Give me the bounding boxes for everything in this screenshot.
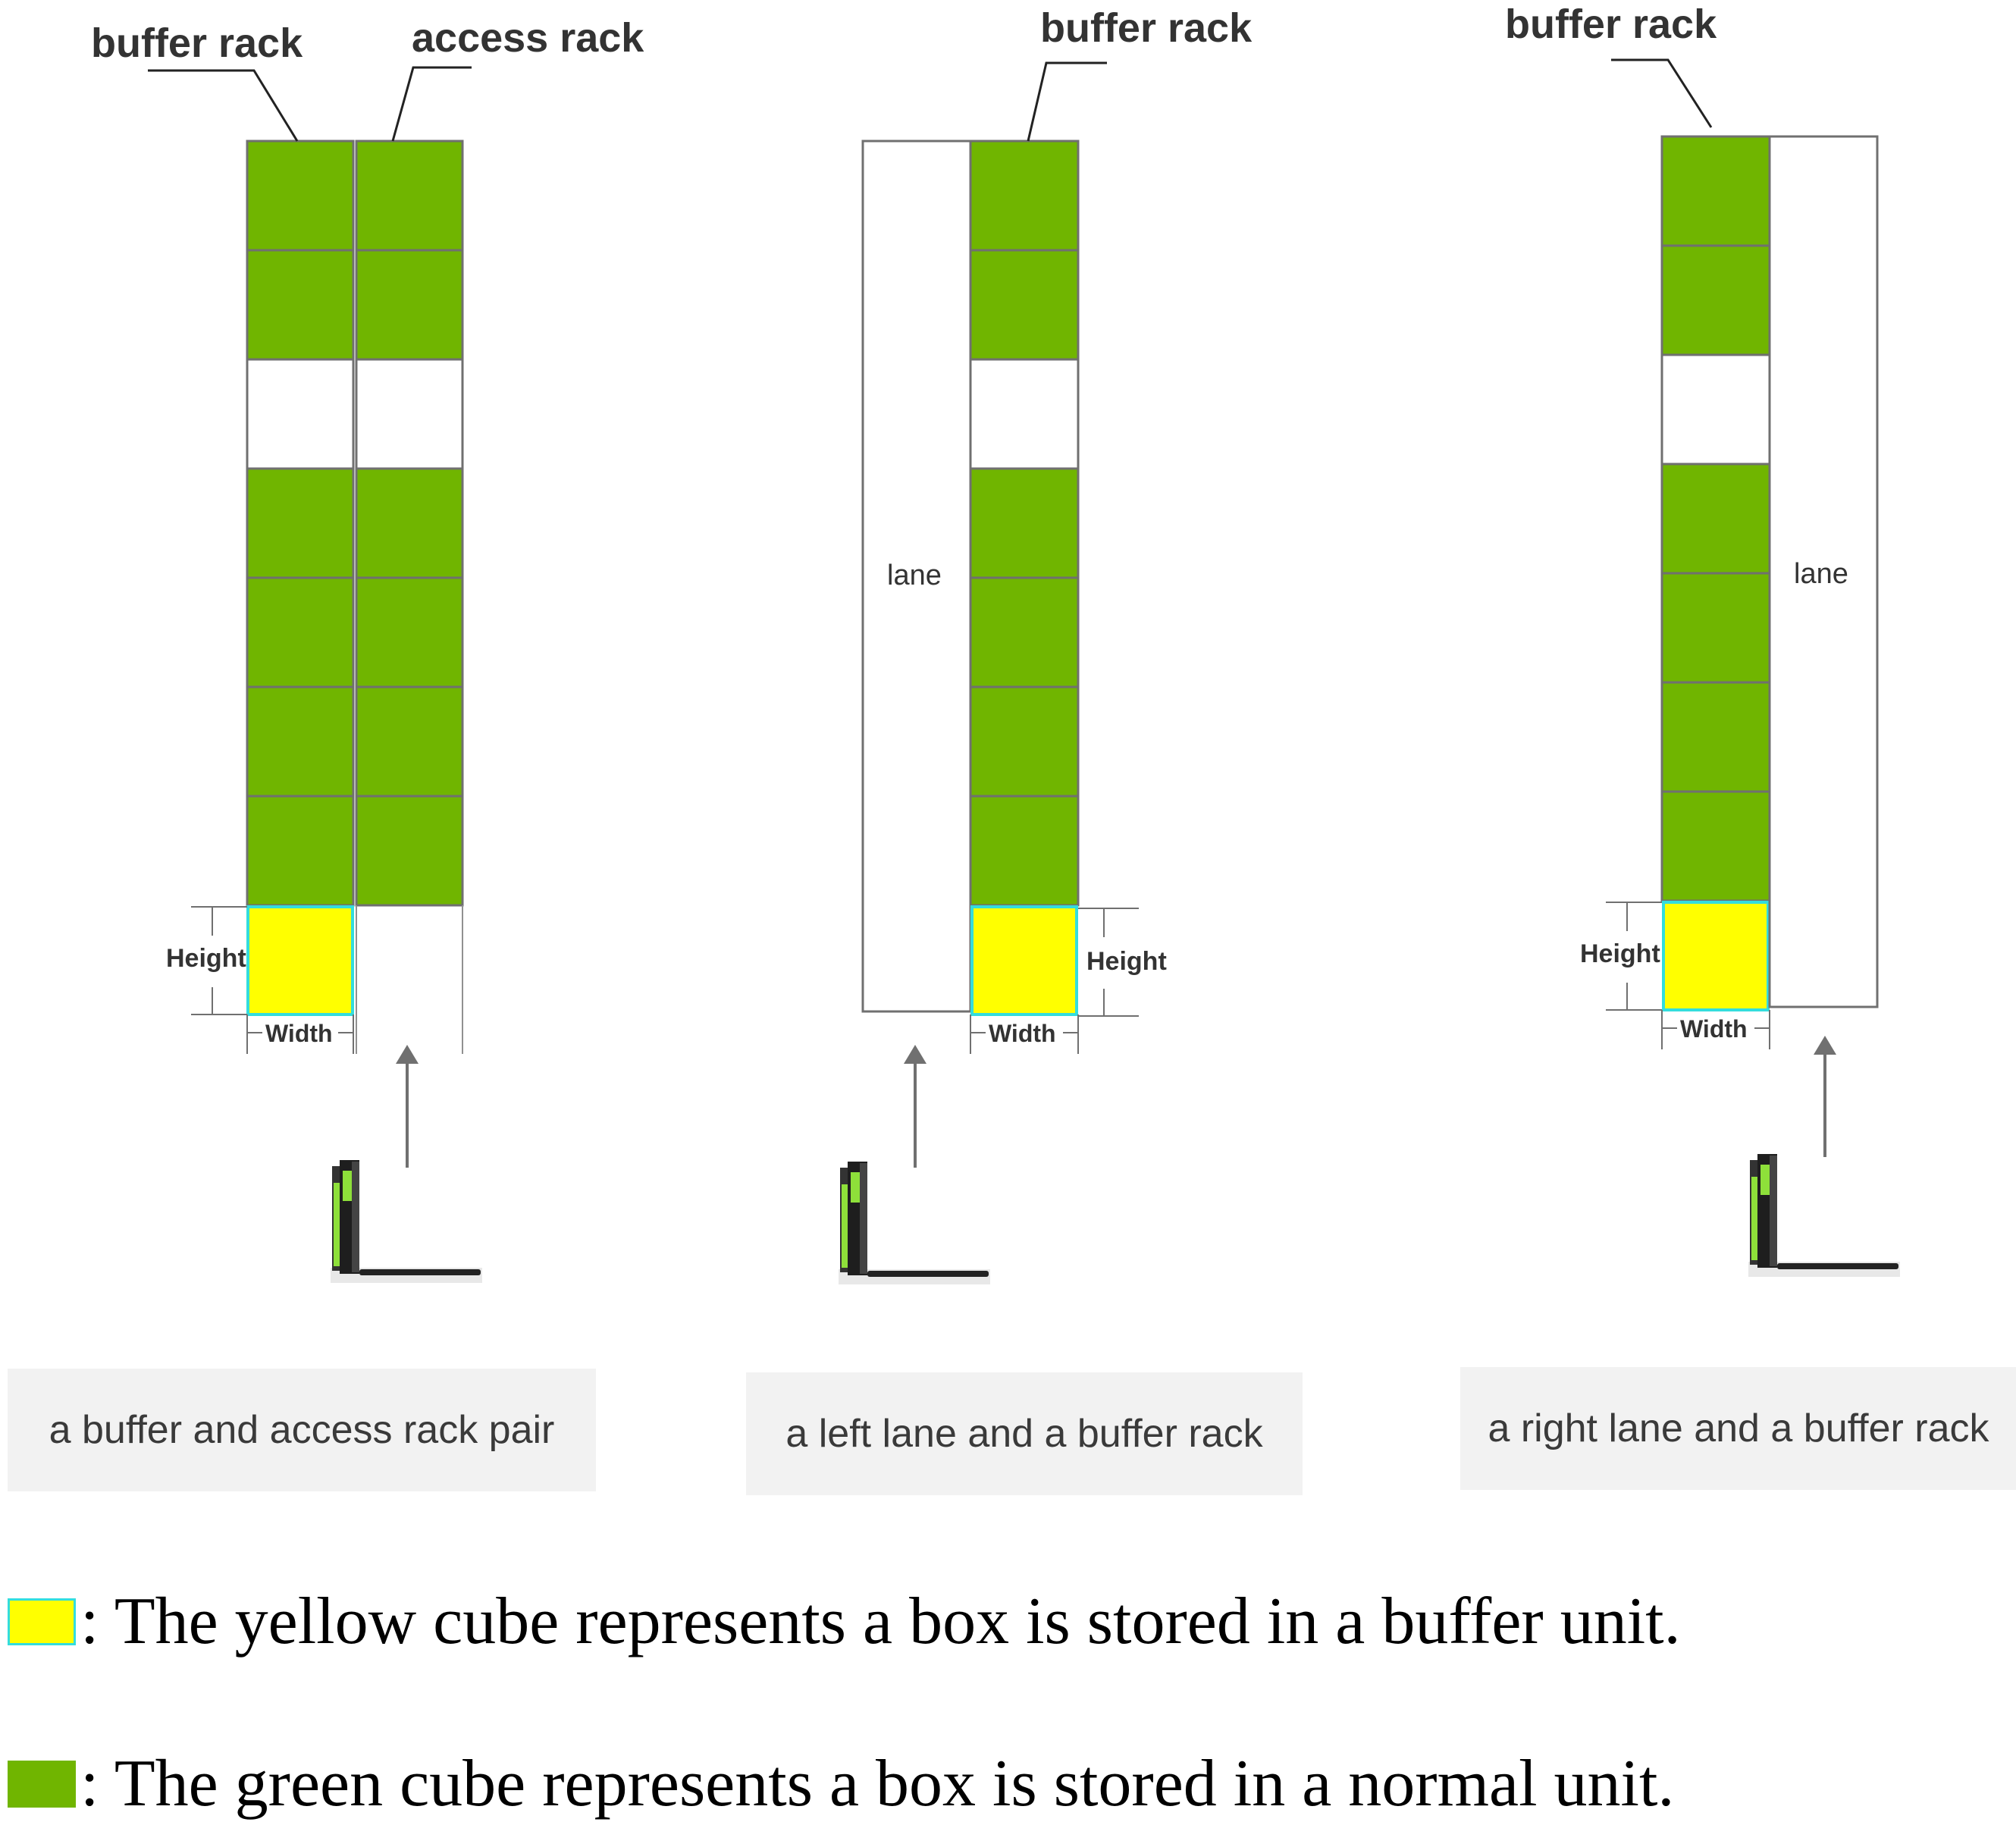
green-swatch [8,1760,76,1808]
lane [861,140,972,1013]
caption-panel-3: a right lane and a buffer rack [1460,1367,2016,1490]
normal-unit [246,140,355,252]
width-dimension [1661,1010,1770,1049]
callout-leader [1027,61,1107,142]
buffer-rack [1660,135,1771,1011]
normal-unit [969,467,1080,579]
panel-buffer-access-pair: buffer rack access rack Height Width [91,15,644,1283]
buffer-unit [246,905,354,1016]
height-label: Height [166,944,246,973]
empty-unit [246,358,355,470]
legend-green-text: : The green cube represents a box is sto… [80,1747,1675,1820]
buffer-rack [969,140,1080,1016]
height-dimension [191,906,247,1015]
yellow-swatch [8,1598,76,1645]
buffer-unit [970,905,1078,1016]
callout-leader [148,69,299,142]
width-label: Width [989,1020,1056,1047]
normal-unit [1660,572,1771,684]
normal-unit [355,140,464,252]
caption-text: a buffer and access rack pair [49,1408,555,1452]
callout-buffer-rack: buffer rack [91,20,303,66]
normal-unit [355,576,464,688]
legend-yellow: : The yellow cube represents a box is st… [8,1583,1681,1660]
normal-unit [1660,463,1771,575]
normal-unit [246,576,355,688]
lane [1768,135,1879,1008]
normal-unit [246,685,355,798]
height-label: Height [1086,947,1167,976]
callout-leader [391,66,472,142]
height-dimension [1606,902,1662,1011]
forklift-icon [1748,1154,1900,1277]
legend-green: : The green cube represents a box is sto… [8,1745,1674,1822]
height-dimension [1078,908,1139,1017]
buffer-unit [1662,901,1770,1011]
lane-label: lane [887,560,942,591]
width-label: Width [1680,1015,1748,1043]
normal-unit [246,795,355,907]
empty-unit [1660,353,1771,466]
callout-buffer-rack: buffer rack [1505,2,1717,47]
width-label: Width [265,1020,333,1047]
lane-label: lane [1794,558,1848,590]
arrow-up-icon [1814,1036,1836,1157]
arrow-up-icon [396,1045,419,1168]
normal-unit [246,467,355,579]
callout-access-rack: access rack [412,15,644,61]
normal-unit [1660,681,1771,793]
forklift-icon [331,1160,482,1283]
normal-unit [969,249,1080,361]
normal-unit [1660,790,1771,902]
caption-text: a right lane and a buffer rack [1488,1406,1989,1450]
caption-panel-2: a left lane and a buffer rack [746,1372,1303,1495]
normal-unit [1660,244,1771,356]
width-dimension [246,1014,354,1054]
legend-yellow-text: : The yellow cube represents a box is st… [80,1585,1681,1658]
panel-right-lane-buffer: lane buffer rack Height Width [1505,2,1900,1277]
callout-buffer-rack: buffer rack [1040,5,1253,51]
normal-unit [355,685,464,798]
normal-unit [969,576,1080,688]
normal-unit [969,140,1080,252]
caption-text: a left lane and a buffer rack [785,1412,1263,1456]
arrow-up-icon [904,1045,926,1168]
panel-left-lane-buffer: lane buffer rack Height Width [839,5,1253,1284]
callout-leader [1611,58,1713,128]
height-label: Height [1580,939,1660,968]
empty-unit [969,358,1080,470]
normal-unit [355,467,464,579]
normal-unit [355,249,464,361]
normal-unit [969,795,1080,907]
width-dimension [970,1014,1079,1054]
access-rack [355,140,464,1054]
caption-panel-1: a buffer and access rack pair [8,1369,596,1491]
normal-unit [355,795,464,907]
empty-unit [355,358,464,470]
normal-unit [1660,135,1771,247]
forklift-icon [839,1162,990,1284]
normal-unit [969,685,1080,798]
normal-unit [246,249,355,361]
buffer-rack [246,140,355,1016]
